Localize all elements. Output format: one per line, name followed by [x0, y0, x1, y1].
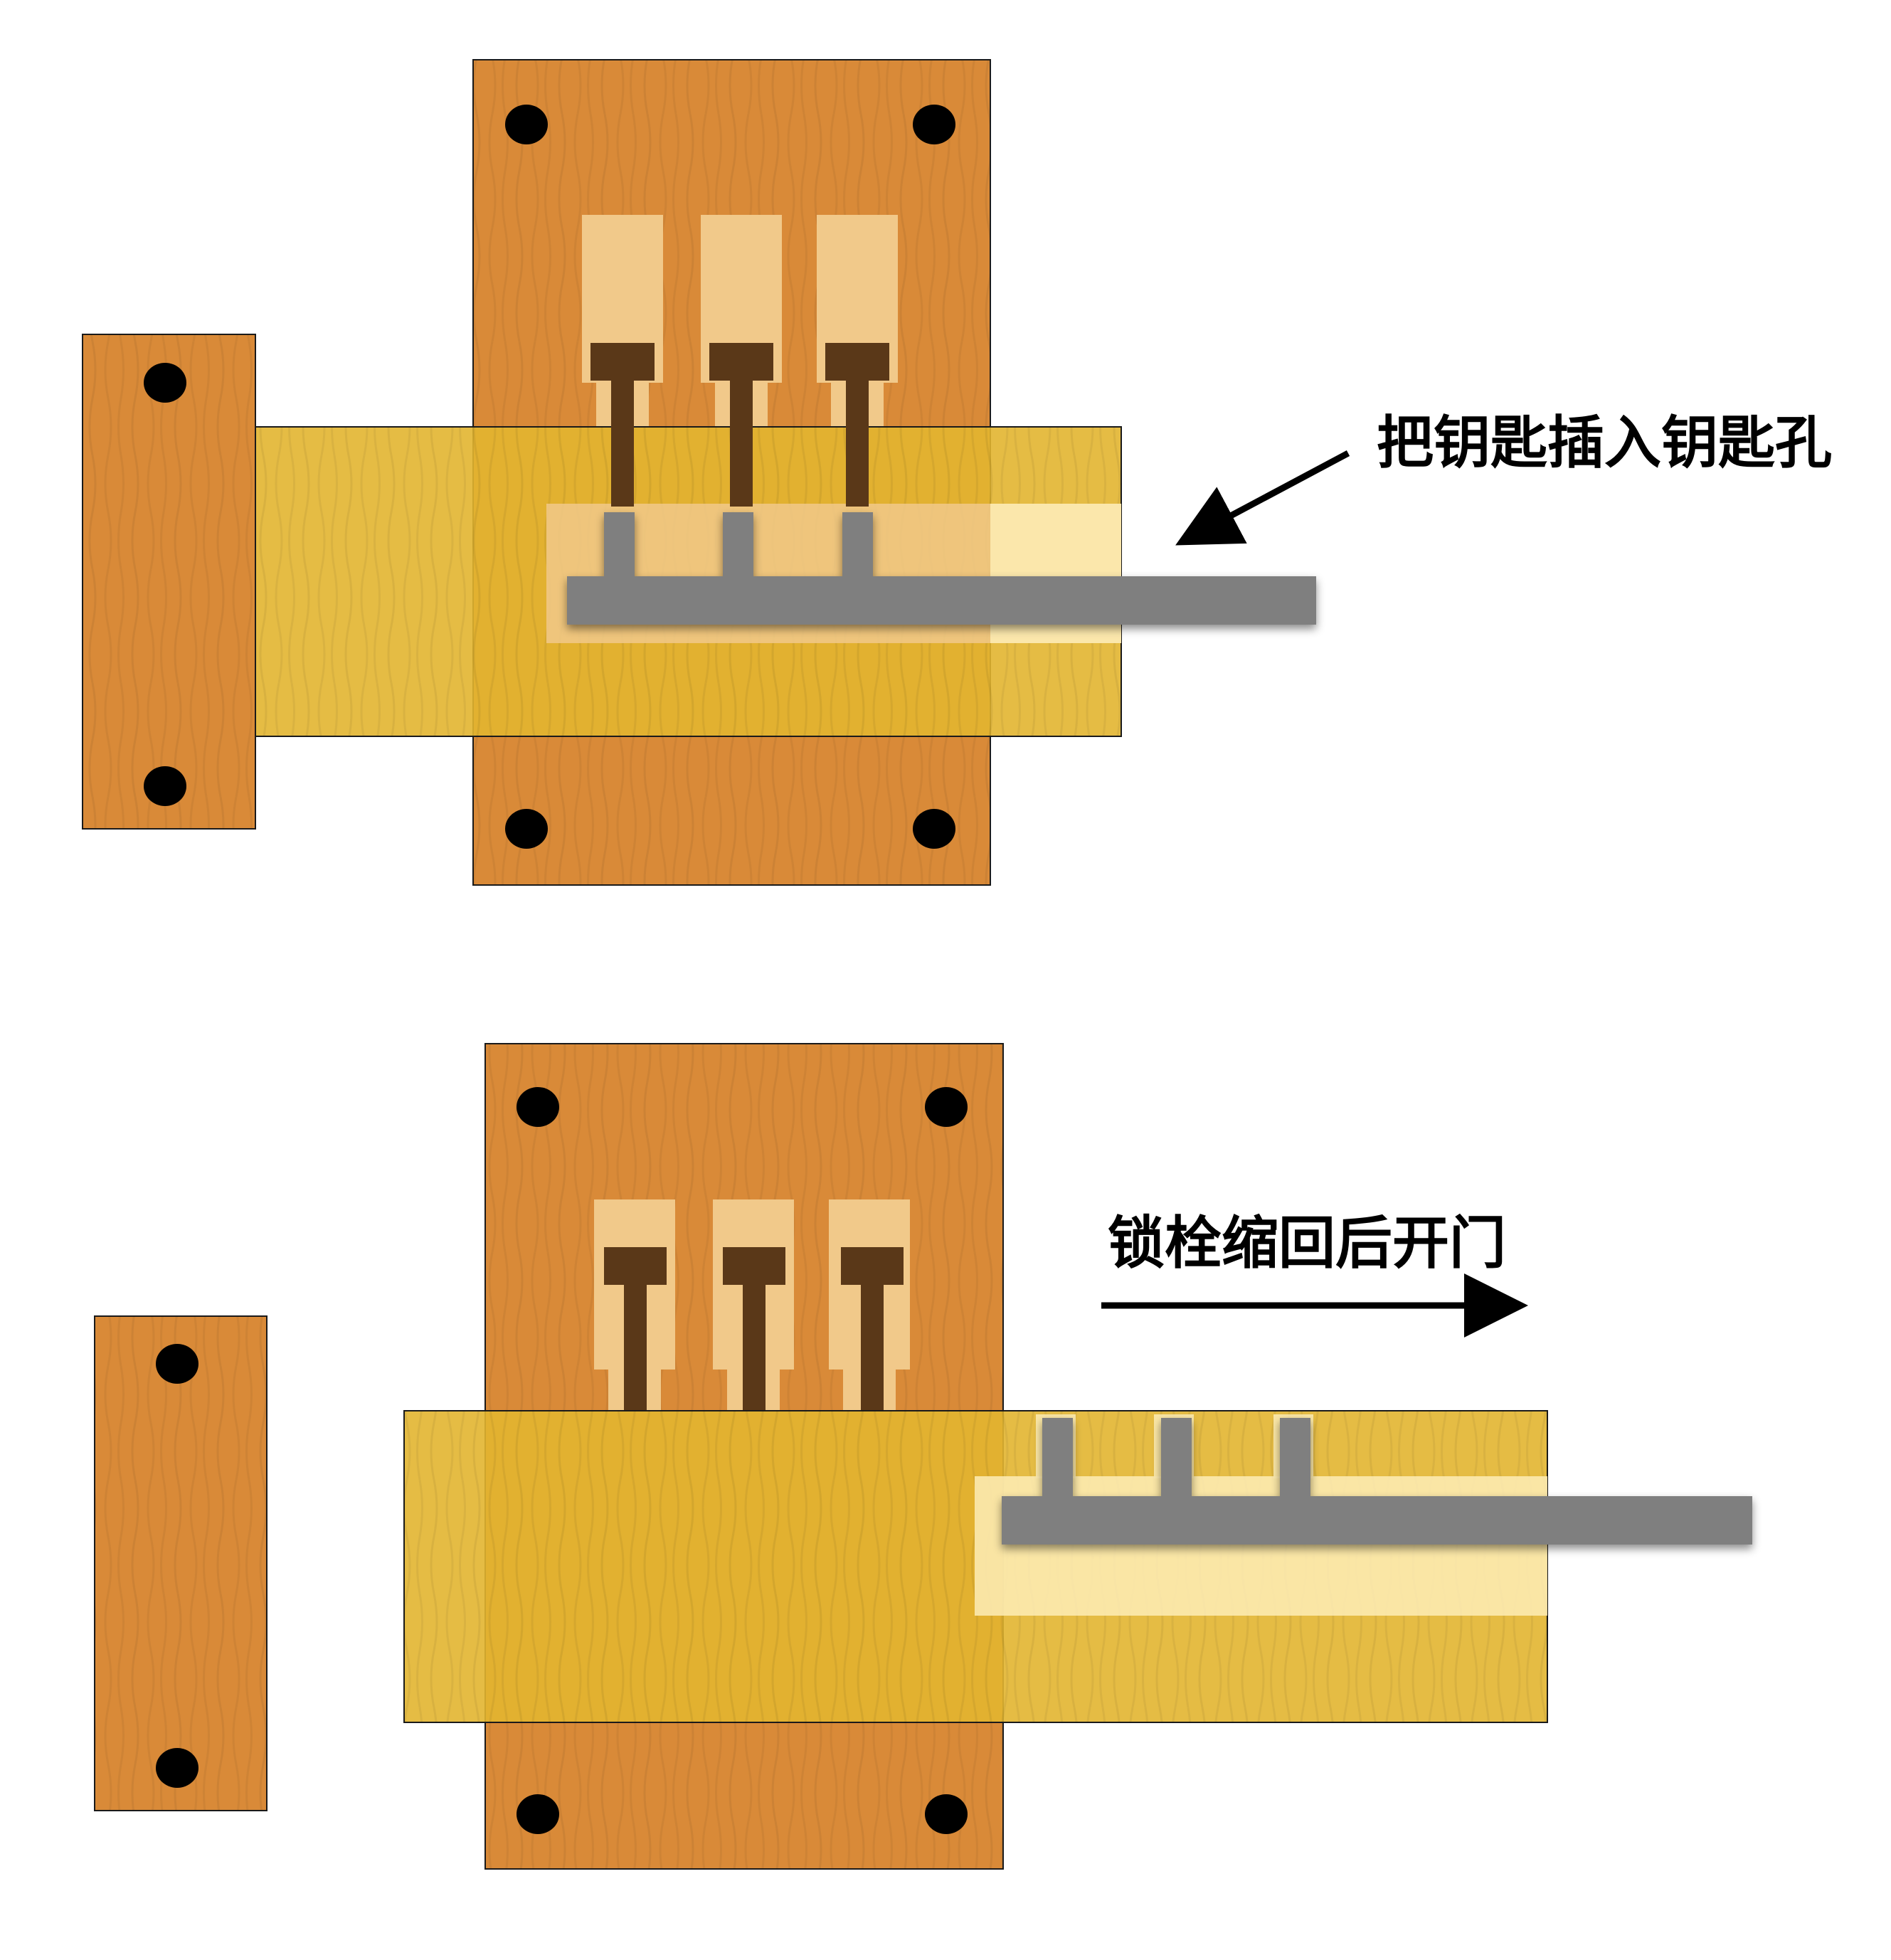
key-tooth	[1161, 1418, 1192, 1496]
pins	[590, 343, 889, 507]
arrow-insert-icon	[1175, 450, 1350, 546]
screw-hole	[156, 1748, 198, 1788]
screw-hole	[156, 1344, 198, 1384]
key-tooth	[1280, 1418, 1310, 1496]
screw-hole	[144, 363, 186, 403]
lock-pin	[723, 1247, 785, 1411]
pins	[604, 1247, 904, 1411]
key-tooth	[1042, 1418, 1073, 1496]
key-shaft	[1002, 1496, 1752, 1545]
screw-hole	[913, 809, 955, 849]
panel-retract: 锁栓缩回后开门	[94, 1043, 1752, 1870]
screw-hole	[517, 1794, 559, 1834]
key-tooth	[842, 512, 873, 576]
key	[1002, 1418, 1752, 1545]
strike-plate	[94, 1315, 268, 1811]
caption-insert: 把钥匙插入钥匙孔	[1377, 410, 1832, 476]
strike-plate	[82, 334, 256, 830]
lock-pin	[709, 343, 773, 507]
lock-pin	[590, 343, 655, 507]
panel-insert: 把钥匙插入钥匙孔	[82, 59, 1832, 886]
screw-hole	[517, 1087, 559, 1127]
key-shaft	[567, 576, 1316, 625]
caption-retract: 锁栓缩回后开门	[1108, 1210, 1506, 1276]
lock-pin	[841, 1247, 904, 1411]
lock-pin	[825, 343, 889, 507]
key-tooth	[723, 512, 753, 576]
key	[567, 512, 1316, 625]
screw-hole	[505, 105, 548, 144]
lock-pin	[604, 1247, 667, 1411]
screw-hole	[913, 105, 955, 144]
key-tooth	[604, 512, 635, 576]
screw-hole	[925, 1794, 968, 1834]
screw-hole	[144, 766, 186, 806]
screw-hole	[505, 809, 548, 849]
screw-hole	[925, 1087, 968, 1127]
